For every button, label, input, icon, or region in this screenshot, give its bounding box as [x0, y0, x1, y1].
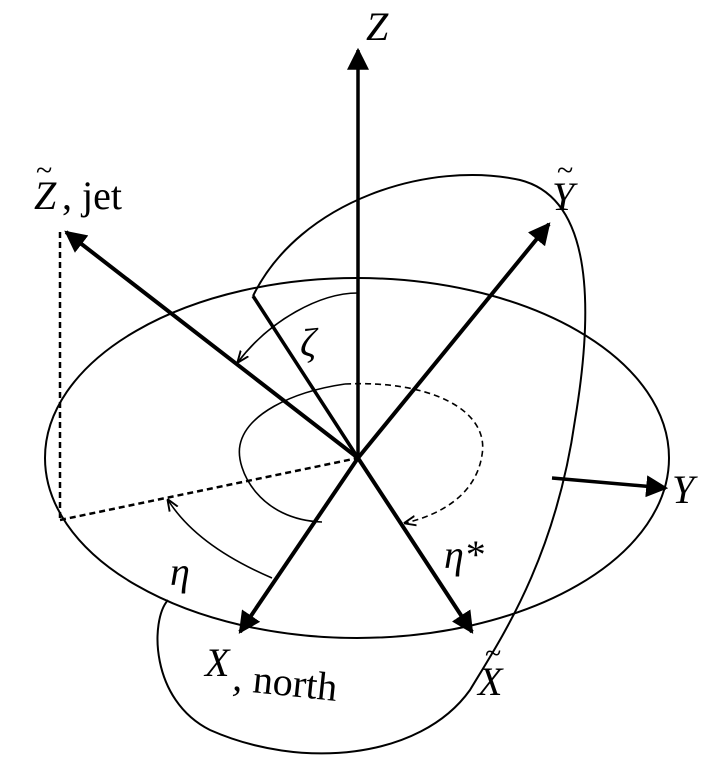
y-tilde-axis: [356, 222, 551, 460]
z-tilde-axis: [64, 230, 360, 460]
svg-text:, jet: , jet: [62, 173, 122, 218]
zeta-angle-arc: [238, 292, 359, 362]
x-tilde-axis: [356, 456, 474, 634]
svg-text:~: ~: [557, 154, 573, 187]
svg-text:~: ~: [36, 154, 52, 187]
svg-text:X: X: [203, 640, 231, 685]
svg-text:Y: Y: [552, 174, 578, 219]
inner-ellipse-dashed: [344, 382, 484, 523]
eta-star-label: η*: [444, 532, 484, 577]
eta-label: η: [170, 549, 190, 594]
svg-text:Z: Z: [34, 173, 57, 218]
tilted-plane-ellipse: [156, 173, 587, 755]
x-axis: [238, 456, 360, 634]
z-tilde-jet-label: Z ~ , jet: [34, 154, 122, 218]
tilted-plane-radius: [251, 295, 360, 459]
y-axis: [551, 475, 669, 498]
svg-text:X: X: [476, 659, 504, 704]
inner-ellipse-solid: [238, 383, 346, 523]
eta-angle-arc: [168, 500, 273, 579]
x-tilde-label: X ~: [476, 637, 504, 704]
y-label: Y: [672, 467, 698, 512]
jet-horizontal-projection: [59, 456, 359, 522]
z-label: Z: [366, 4, 389, 49]
y-tilde-label: Y ~: [552, 154, 578, 219]
svg-text:~: ~: [485, 637, 501, 670]
zeta-label: ζ: [300, 320, 319, 365]
x-north-label: X , north: [203, 640, 340, 710]
svg-text:, north: , north: [231, 654, 340, 710]
